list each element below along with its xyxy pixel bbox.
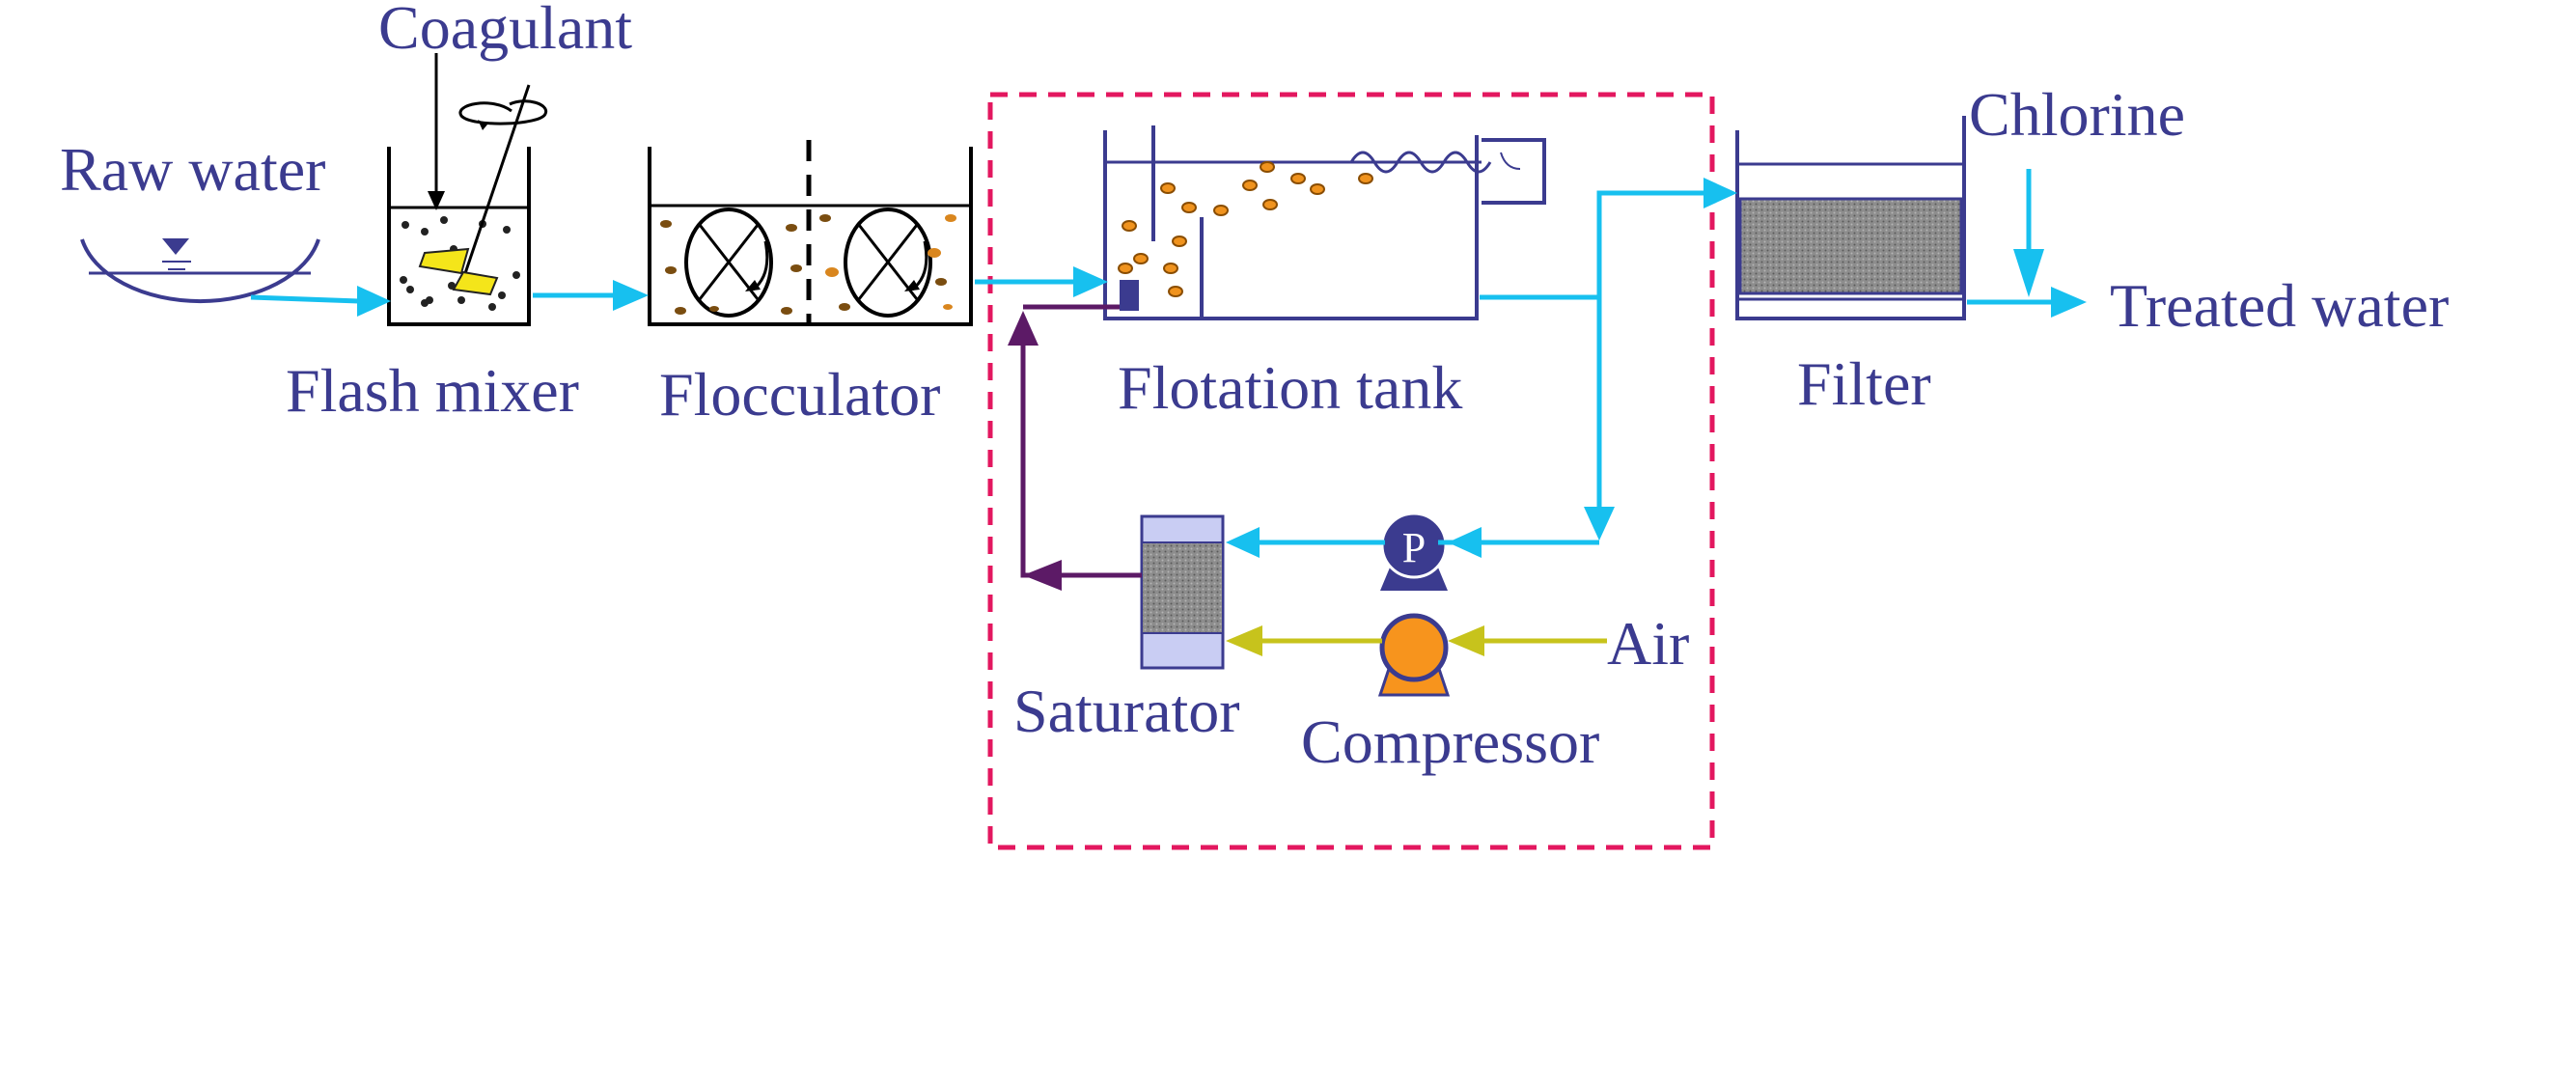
treated-water-label: Treated water [2110,271,2449,340]
flocculator-label: Flocculator [659,360,940,429]
chlorine-label: Chlorine [1969,80,2185,149]
daf-boundary [987,92,1715,850]
stirrer-icon [418,84,548,296]
water-level-icon [162,238,191,270]
nozzle [1120,280,1139,311]
flash-mixer-label: Flash mixer [286,356,579,425]
paddle-icon [684,208,773,318]
raw-water-label: Raw water [60,135,325,204]
saturator [1140,514,1225,670]
filter-label: Filter [1797,349,1931,418]
recycle-line [1008,304,1142,591]
water-arrowheads [357,178,2087,558]
coagulant-label: Coagulant [378,0,632,62]
air-bubbles [1118,161,1373,297]
pump-letter: P [1402,524,1426,571]
water-lines [250,169,2054,545]
compressor-icon [1377,613,1451,697]
filter-media-icon [1738,197,1963,295]
floc-particles [660,214,956,315]
raw-water-pond [80,238,320,304]
filter [1735,116,1966,320]
flotation-tank [1103,125,1546,320]
air-label: Air [1607,609,1689,678]
compressor-label: Compressor [1301,707,1599,776]
pump-icon [1380,512,1448,591]
flocculator [648,140,973,326]
saturator-label: Saturator [1013,677,1240,745]
flash-mixer [387,53,548,326]
paddle-icon [844,208,932,318]
flotation-tank-label: Flotation tank [1118,353,1462,422]
filter-media-icon [1141,541,1224,634]
labels: Coagulant Raw water Flash mixer Floccula… [60,0,2449,776]
air-line [1226,625,1607,656]
